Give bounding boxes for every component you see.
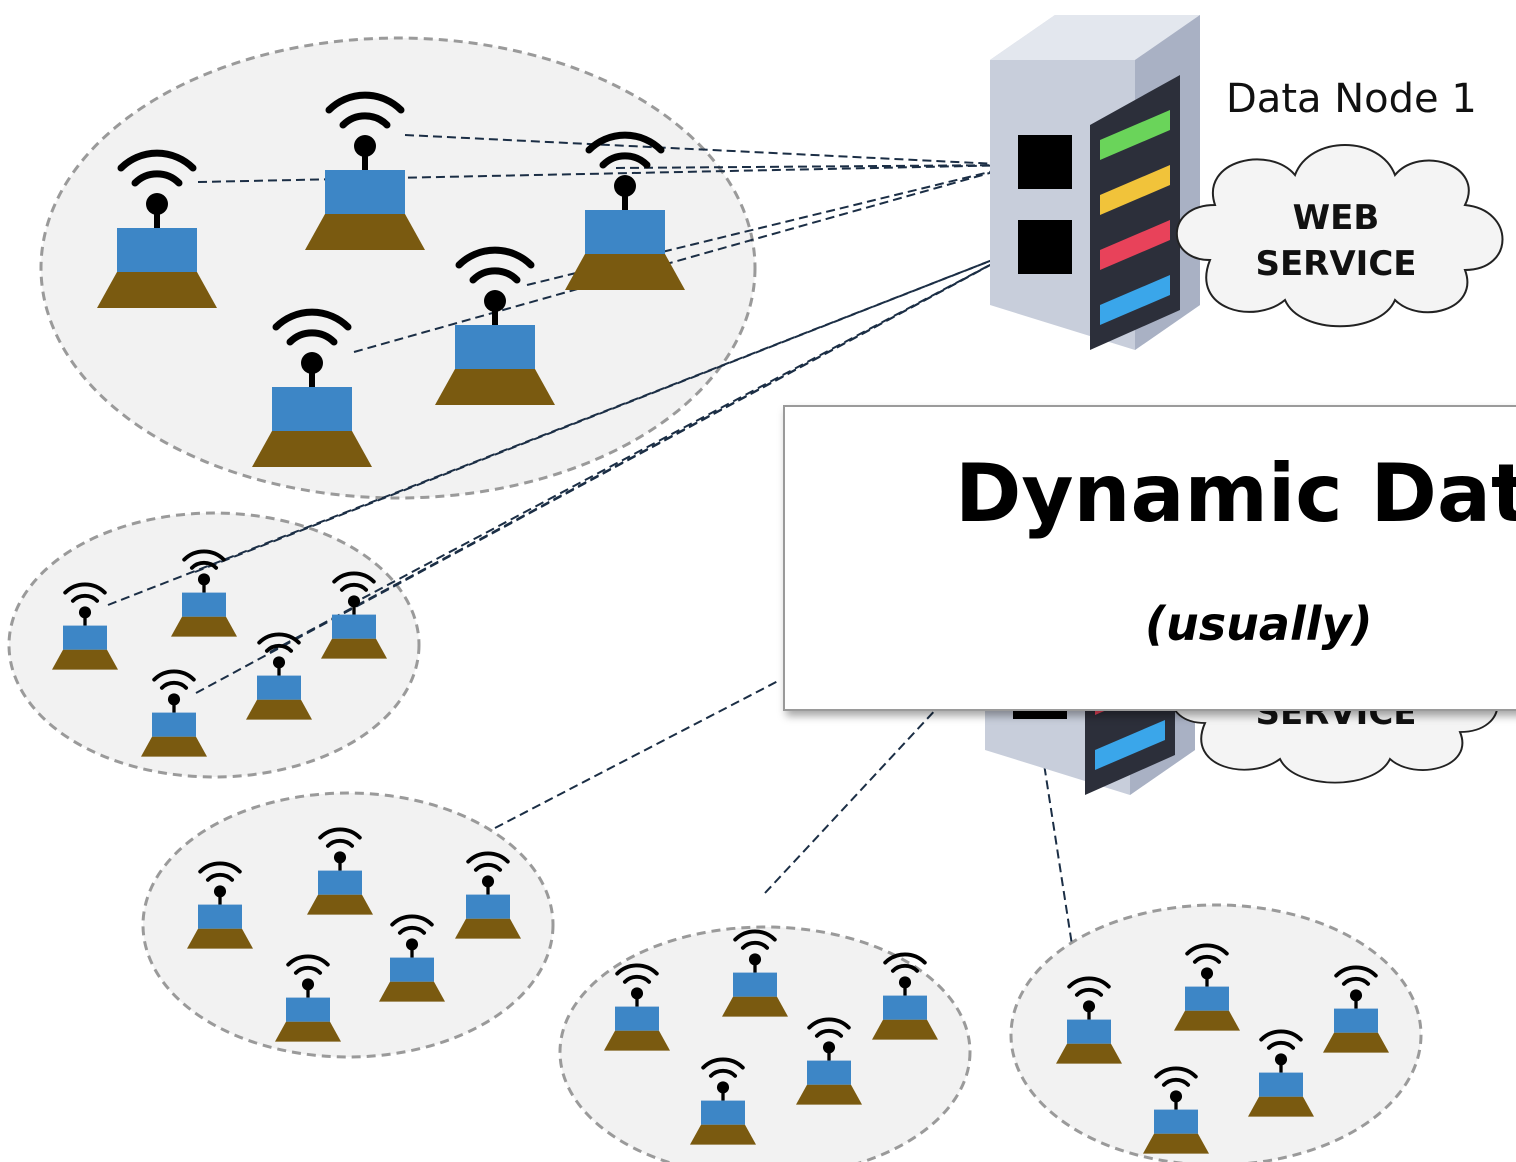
callout-subtitle: (usually) [1145, 597, 1373, 651]
wifi-icon [152, 669, 196, 706]
link-line [349, 249, 1019, 606]
sensor-icon [305, 91, 425, 250]
sensor-icon [141, 669, 207, 757]
sensor-icon [722, 929, 788, 1017]
wifi-icon [286, 954, 330, 991]
wifi-icon [701, 1057, 745, 1094]
wifi-icon [466, 851, 510, 888]
wifi-icon [807, 1017, 851, 1054]
sensor-icon [796, 1017, 862, 1105]
sensor-icon [872, 952, 938, 1040]
sensor-icon [565, 131, 685, 290]
wifi-icon [390, 914, 434, 951]
server-port [1018, 135, 1072, 189]
wifi-icon [332, 571, 376, 608]
wifi-icon [325, 91, 405, 157]
sensor-cluster [558, 925, 972, 1162]
cloud-icon [1175, 144, 1504, 328]
data-node-1-label: Data Node 1 [1226, 76, 1477, 122]
link-line [764, 704, 941, 894]
wifi-icon [1067, 976, 1111, 1013]
sensor-icon [97, 149, 217, 308]
wifi-icon [63, 582, 107, 619]
link-line [197, 164, 1019, 183]
wifi-icon [615, 963, 659, 1000]
wifi-icon [257, 632, 301, 669]
wifi-icon [585, 131, 665, 197]
wifi-icon [883, 952, 927, 989]
web-service-line-1: WEB [1292, 198, 1380, 238]
sensor-icon [604, 963, 670, 1051]
server-icon [990, 15, 1200, 350]
sensor-icon [1056, 976, 1122, 1064]
sensor-icon [455, 851, 521, 939]
wifi-icon [1334, 965, 1378, 1002]
link-line [494, 679, 781, 829]
sensor-icon [52, 582, 118, 670]
server-led [1095, 720, 1165, 770]
wifi-icon [1259, 1029, 1303, 1066]
sensors-layer [52, 91, 1389, 1154]
wifi-icon [182, 549, 226, 586]
sensor-cluster [7, 511, 421, 779]
server-led [1100, 165, 1170, 215]
wifi-icon [198, 861, 242, 898]
wifi-icon [318, 827, 362, 864]
callout-title: Dynamic Dat [955, 447, 1516, 540]
wifi-icon [272, 308, 352, 374]
web-service-line-2: SERVICE [1255, 244, 1417, 284]
dynamic-data-callout: Dynamic Dat (usually) [783, 405, 1516, 711]
links-layer [107, 134, 1073, 946]
sensor-cluster [1009, 903, 1423, 1162]
wifi-icon [1154, 1066, 1198, 1103]
sensor-icon [246, 632, 312, 720]
clusters-layer [7, 36, 1423, 1162]
link-line [1037, 724, 1073, 946]
link-line [269, 249, 1019, 653]
sensor-icon [1248, 1029, 1314, 1117]
sensor-icon [187, 861, 253, 949]
wifi-icon [1185, 943, 1229, 980]
sensor-icon [435, 246, 555, 405]
sensor-icon [275, 954, 341, 1042]
server-port [1018, 220, 1072, 274]
link-line [353, 164, 1019, 353]
wifi-icon [733, 929, 777, 966]
wifi-icon [455, 246, 535, 312]
sensor-icon [321, 571, 387, 659]
server-led [1100, 220, 1170, 270]
sensor-icon [307, 827, 373, 915]
link-line [615, 164, 1019, 169]
link-line [107, 249, 1019, 606]
server-led [1100, 275, 1170, 325]
sensor-cluster [39, 36, 757, 500]
sensor-icon [252, 308, 372, 467]
link-line [404, 134, 1019, 166]
sensor-icon [1323, 965, 1389, 1053]
sensor-cluster [141, 791, 555, 1059]
sensor-icon [1143, 1066, 1209, 1154]
sensor-icon [690, 1057, 756, 1145]
sensor-icon [171, 549, 237, 637]
wifi-icon [117, 149, 197, 215]
web-service-cloud-label: WEB SERVICE [1238, 195, 1434, 287]
sensor-icon [379, 914, 445, 1002]
sensor-icon [1174, 943, 1240, 1031]
server-led [1100, 110, 1170, 160]
